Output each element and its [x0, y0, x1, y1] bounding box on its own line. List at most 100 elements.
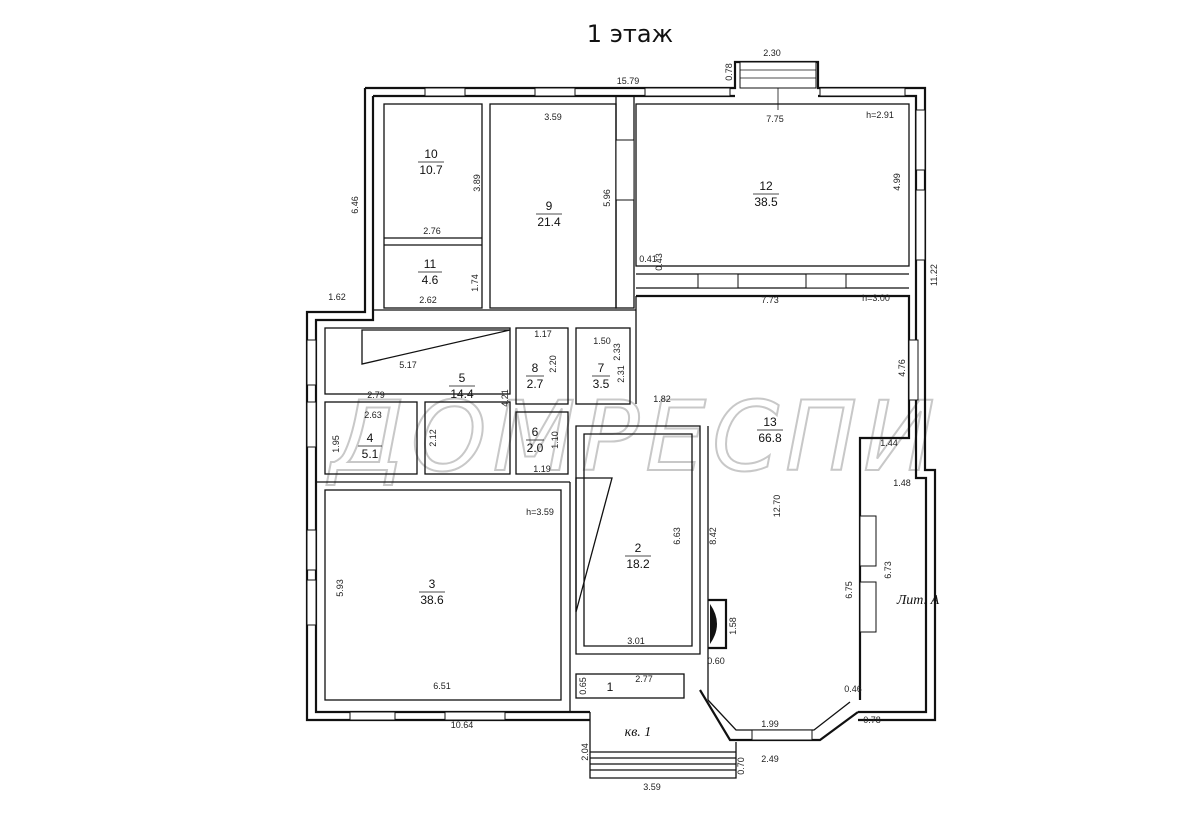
top-bay-window — [739, 61, 817, 110]
svg-text:2.31: 2.31 — [616, 365, 626, 383]
svg-text:66.8: 66.8 — [758, 431, 782, 445]
middle-rooms — [316, 294, 911, 779]
svg-text:6.46: 6.46 — [350, 196, 360, 214]
svg-text:h=3.00: h=3.00 — [862, 293, 890, 303]
svg-text:3.89: 3.89 — [472, 174, 482, 192]
svg-text:13: 13 — [763, 415, 777, 429]
svg-text:11: 11 — [424, 257, 437, 271]
svg-text:1.19: 1.19 — [533, 464, 551, 474]
svg-text:2.12: 2.12 — [428, 429, 438, 447]
room-labels: 10 10.7 9 21.4 12 38.5 11 4.6 5 14.4 8 2… — [358, 147, 783, 694]
upper-rooms — [373, 95, 910, 311]
svg-text:2.62: 2.62 — [419, 295, 437, 305]
svg-text:6.51: 6.51 — [433, 681, 451, 691]
svg-text:4.6: 4.6 — [422, 273, 439, 287]
svg-text:11.22: 11.22 — [929, 264, 939, 286]
svg-text:3.01: 3.01 — [627, 636, 645, 646]
svg-text:4: 4 — [367, 431, 374, 445]
litera-label: Лит. А — [896, 593, 940, 608]
svg-text:2.20: 2.20 — [548, 355, 558, 373]
svg-text:14.4: 14.4 — [450, 387, 474, 401]
svg-text:1.58: 1.58 — [728, 617, 738, 635]
svg-text:6: 6 — [532, 425, 539, 439]
svg-text:5.1: 5.1 — [362, 447, 379, 461]
svg-text:5: 5 — [459, 371, 466, 385]
room-6: 6 2.0 — [526, 425, 544, 455]
svg-text:1.50: 1.50 — [593, 336, 611, 346]
svg-text:0.46: 0.46 — [844, 684, 862, 694]
apartment-label: кв. 1 — [625, 725, 652, 740]
svg-text:5.17: 5.17 — [399, 360, 417, 370]
svg-text:1.62: 1.62 — [328, 292, 346, 302]
svg-text:3: 3 — [429, 577, 436, 591]
windows — [306, 87, 926, 741]
room-4: 4 5.1 — [358, 431, 382, 461]
svg-text:1: 1 — [607, 680, 614, 694]
svg-text:0.43: 0.43 — [654, 253, 664, 271]
svg-text:10: 10 — [424, 147, 438, 161]
svg-text:3.5: 3.5 — [593, 377, 610, 391]
svg-text:9: 9 — [546, 199, 553, 213]
svg-text:38.5: 38.5 — [754, 195, 778, 209]
svg-text:1.48: 1.48 — [893, 478, 911, 488]
svg-text:3.59: 3.59 — [643, 782, 661, 792]
svg-text:18.2: 18.2 — [626, 557, 650, 571]
page-title: 1 этаж — [587, 20, 673, 48]
svg-text:2.04: 2.04 — [580, 743, 590, 761]
svg-text:7: 7 — [598, 361, 605, 375]
svg-text:0.60: 0.60 — [707, 656, 725, 666]
room-5: 5 14.4 — [449, 371, 475, 401]
room-9: 9 21.4 — [536, 199, 562, 229]
svg-text:4.76: 4.76 — [897, 359, 907, 377]
svg-text:2.76: 2.76 — [423, 226, 441, 236]
svg-text:1.82: 1.82 — [653, 394, 671, 404]
svg-text:6.73: 6.73 — [883, 561, 893, 579]
svg-text:2: 2 — [635, 541, 642, 555]
svg-text:1.44: 1.44 — [880, 438, 898, 448]
svg-text:8.42: 8.42 — [708, 527, 718, 545]
svg-text:h=3.59: h=3.59 — [526, 507, 554, 517]
svg-text:7.73: 7.73 — [761, 295, 779, 305]
svg-text:2.30: 2.30 — [763, 48, 781, 58]
svg-text:3.59: 3.59 — [544, 112, 562, 122]
room-8: 8 2.7 — [526, 361, 544, 391]
svg-text:2.63: 2.63 — [364, 410, 382, 420]
room-12: 12 38.5 — [753, 179, 779, 209]
svg-text:2.79: 2.79 — [367, 390, 385, 400]
svg-text:2.33: 2.33 — [612, 343, 622, 361]
svg-text:2.77: 2.77 — [635, 674, 653, 684]
svg-text:8: 8 — [532, 361, 539, 375]
room-2: 2 18.2 — [625, 541, 651, 571]
svg-text:h=2.91: h=2.91 — [866, 110, 894, 120]
svg-text:2.7: 2.7 — [527, 377, 544, 391]
svg-text:0.78: 0.78 — [863, 715, 881, 725]
svg-text:2.0: 2.0 — [527, 441, 544, 455]
watermark: ДОМРЕСПИ — [326, 381, 941, 493]
svg-text:0.78: 0.78 — [724, 63, 734, 81]
svg-text:15.79: 15.79 — [617, 76, 640, 86]
room-7: 7 3.5 — [592, 361, 610, 391]
svg-text:0.70: 0.70 — [736, 757, 746, 775]
svg-text:10.7: 10.7 — [419, 163, 443, 177]
svg-text:4.21: 4.21 — [500, 389, 510, 407]
svg-text:4.99: 4.99 — [892, 173, 902, 191]
svg-text:1.17: 1.17 — [534, 329, 552, 339]
room-1: 1 — [607, 680, 614, 694]
room-3: 3 38.6 — [419, 577, 445, 607]
svg-text:0.65: 0.65 — [578, 677, 588, 695]
svg-text:5.93: 5.93 — [335, 579, 345, 597]
room-13: 13 66.8 — [757, 415, 783, 445]
svg-text:6.63: 6.63 — [672, 527, 682, 545]
room-10: 10 10.7 — [418, 147, 444, 177]
svg-text:21.4: 21.4 — [537, 215, 561, 229]
svg-text:7.75: 7.75 — [766, 114, 784, 124]
svg-text:10.64: 10.64 — [451, 720, 474, 730]
svg-text:1.74: 1.74 — [470, 274, 480, 292]
svg-text:12.70: 12.70 — [772, 495, 782, 518]
svg-text:5.96: 5.96 — [602, 189, 612, 207]
svg-text:1.99: 1.99 — [761, 719, 779, 729]
svg-text:12: 12 — [759, 179, 773, 193]
svg-text:1.10: 1.10 — [550, 431, 560, 449]
svg-text:0.41: 0.41 — [639, 254, 657, 264]
